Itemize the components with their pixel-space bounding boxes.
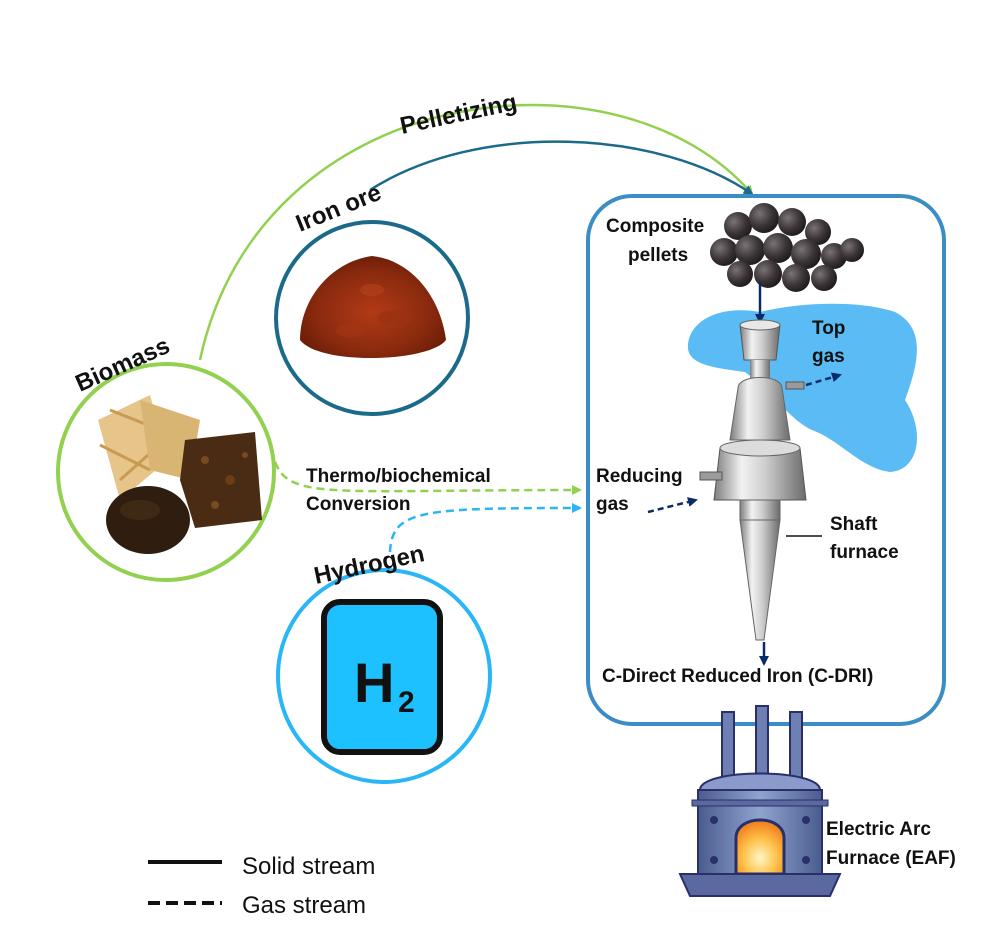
legend-gas-label: Gas stream — [242, 892, 366, 919]
composite-label-line1: Composite — [606, 216, 704, 237]
thermo-label-line2: Conversion — [306, 494, 411, 515]
top-gas-label-line1: Top — [812, 318, 845, 339]
eaf-label-line2: Furnace (EAF) — [826, 848, 956, 869]
legend-solid-label: Solid stream — [242, 853, 375, 880]
h2-symbol: H — [354, 651, 394, 714]
hydrogen-node: H 2 — [276, 568, 492, 784]
eaf-label-line1: Electric Arc — [826, 819, 931, 840]
cdri-label: C-Direct Reduced Iron (C-DRI) — [602, 666, 873, 687]
iron-ore-node — [274, 220, 470, 416]
iron-ore-image — [300, 256, 446, 359]
shaft-furnace — [699, 319, 807, 641]
pelletizing-label: Pelletizing — [398, 89, 520, 140]
h2-subscript: 2 — [398, 686, 415, 719]
reducing-gas-label-line1: Reducing — [596, 466, 683, 487]
pelletizing-stream — [198, 103, 754, 361]
composite-pellets-image — [710, 203, 864, 292]
thermo-label-line1: Thermo/biochemical — [306, 466, 491, 487]
biomass-image — [98, 395, 262, 554]
eaf-image — [678, 705, 842, 897]
iron-ore-stream — [369, 140, 754, 196]
hydrogen-gas-stream — [388, 503, 582, 553]
reducing-gas-arrow — [647, 497, 698, 514]
top-gas-label-line2: gas — [812, 346, 845, 367]
reducing-gas-label-line2: gas — [596, 494, 629, 515]
shaft-furnace-label-line1: Shaft — [830, 514, 878, 535]
top-gas-arrow — [805, 372, 842, 387]
shaft-furnace-label-line2: furnace — [830, 542, 899, 563]
legend: Solid stream Gas stream — [148, 853, 375, 919]
composite-label-line2: pellets — [628, 245, 688, 266]
h2-badge — [321, 599, 443, 755]
thermo-conversion-gas-stream — [273, 461, 582, 496]
biomass-node — [56, 362, 276, 582]
